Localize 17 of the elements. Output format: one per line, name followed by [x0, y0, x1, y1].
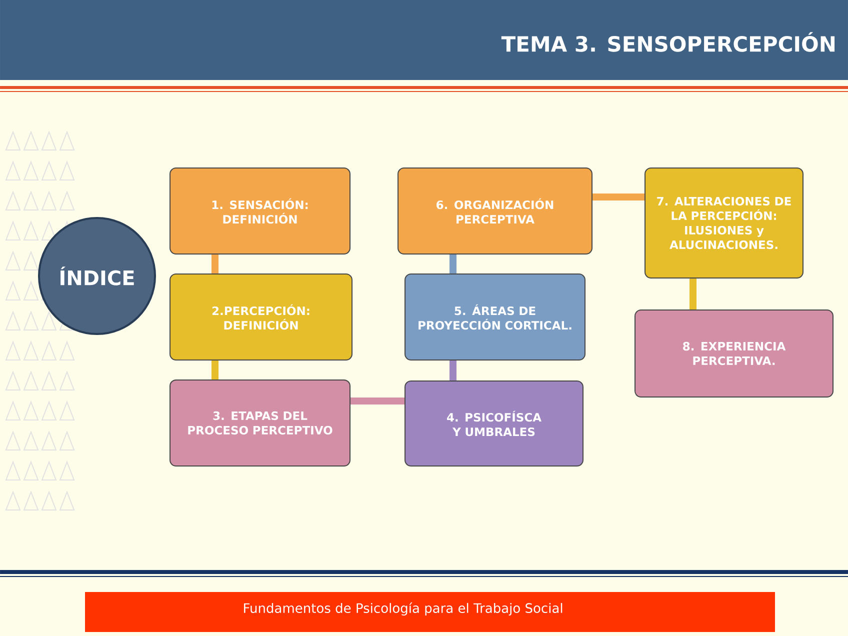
- topic-box: 4. PSICOFÍSCA Y UMBRALES: [404, 380, 584, 466]
- topic-box: 6. ORGANIZACIÓN PERCEPTIVA: [398, 168, 592, 254]
- title: TEMA 3. SENSOPERCEPCIÓN: [501, 32, 835, 52]
- topic-box: 3. ETAPAS DEL PROCESO PERCEPTIVO: [170, 379, 350, 466]
- topic-box: 1. SENSACIÓN: DEFINICIÓN: [170, 168, 350, 254]
- connector-bar: [450, 360, 456, 380]
- connector-bar: [212, 254, 218, 274]
- topic-box: 7. ALTERACIONES DE LA PERCEPCIÓN: ILUSIONES y ALUCINACIONES.: [644, 168, 804, 278]
- connector-bar: [690, 278, 696, 310]
- connector-bar: [350, 397, 404, 404]
- connector-bar: [212, 360, 218, 380]
- connector-bar: [450, 254, 456, 274]
- connector-bar: [592, 193, 644, 200]
- topic-box: 2.PERCEPCIÓN: DEFINICIÓN: [170, 273, 352, 360]
- topic-box: 8. EXPERIENCIA PERCEPTIVA.: [634, 309, 834, 398]
- footer-band: Fundamentos de Psicología para el Trabajo Social: [85, 592, 775, 632]
- topic-box: 5. ÁREAS DE PROYECCIÓN CORTICAL.: [404, 273, 586, 360]
